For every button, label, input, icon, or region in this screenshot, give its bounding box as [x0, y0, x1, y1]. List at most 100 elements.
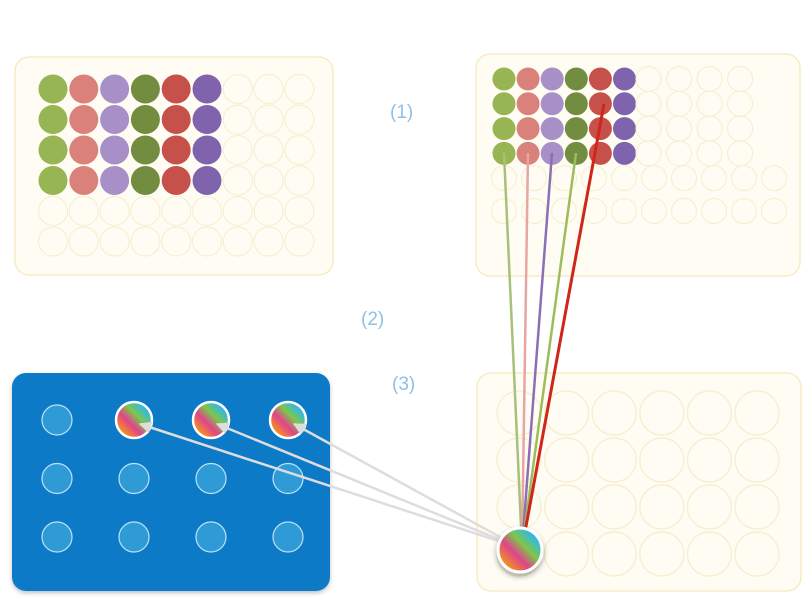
- empty-well: [591, 437, 637, 483]
- empty-well: [550, 197, 578, 225]
- empty-well: [639, 484, 685, 530]
- empty-well: [284, 226, 315, 257]
- mixing-plate-frame: [476, 372, 802, 592]
- empty-well: [700, 165, 728, 192]
- empty-well: [253, 226, 284, 257]
- empty-well: [734, 484, 780, 530]
- rainbow-mix-well-icon: [191, 400, 231, 440]
- filled-well: [69, 166, 99, 195]
- filled-well: [38, 166, 68, 195]
- empty-well: [191, 195, 223, 227]
- filled-well: [613, 92, 636, 116]
- empty-well: [68, 195, 99, 227]
- empty-well: [610, 197, 638, 225]
- source-plate: [14, 56, 334, 276]
- empty-well: [253, 134, 284, 166]
- filled-well: [613, 141, 636, 165]
- blue-well: [272, 521, 304, 553]
- empty-well: [222, 165, 253, 196]
- empty-well: [130, 226, 161, 257]
- empty-well: [161, 226, 192, 257]
- filled-well: [69, 105, 99, 134]
- filled-well: [130, 135, 160, 165]
- blue-plate: [12, 373, 330, 591]
- empty-well: [68, 226, 99, 257]
- empty-well: [99, 195, 130, 227]
- filled-well: [613, 67, 636, 91]
- empty-well: [253, 73, 284, 105]
- empty-well: [284, 165, 315, 196]
- empty-well: [760, 197, 788, 225]
- empty-well: [543, 390, 590, 436]
- empty-well: [253, 195, 284, 227]
- empty-well: [520, 165, 548, 192]
- empty-well: [284, 104, 315, 135]
- filled-well: [516, 92, 540, 116]
- empty-well: [99, 226, 130, 257]
- filled-well: [588, 67, 612, 91]
- filled-well: [492, 67, 516, 91]
- empty-well: [640, 197, 668, 225]
- filled-well: [564, 67, 588, 91]
- empty-well: [686, 390, 733, 436]
- empty-well: [734, 390, 780, 436]
- blue-well: [41, 462, 73, 495]
- step-label-1: (1): [390, 102, 414, 123]
- filled-well: [540, 117, 564, 141]
- filled-well: [492, 92, 516, 116]
- empty-well: [670, 197, 698, 225]
- rainbow-mix-well-icon: [114, 400, 154, 440]
- transfer-line-icon: [520, 152, 578, 549]
- filled-well: [192, 74, 222, 104]
- blue-plate-wells: [41, 400, 308, 553]
- destination-plate: [475, 53, 801, 277]
- blue-well: [118, 521, 150, 553]
- empty-well: [543, 437, 590, 483]
- empty-well: [284, 195, 315, 227]
- filled-well: [100, 135, 130, 165]
- filled-well: [69, 135, 99, 165]
- empty-well: [222, 134, 253, 166]
- empty-well: [37, 195, 69, 227]
- blue-well: [118, 462, 150, 495]
- empty-well: [610, 165, 638, 192]
- filled-well: [69, 74, 99, 104]
- empty-well: [591, 390, 637, 436]
- empty-well: [550, 165, 578, 192]
- empty-well: [253, 104, 284, 135]
- empty-well: [37, 226, 69, 257]
- filled-well: [516, 67, 540, 91]
- transfer-line-icon: [502, 152, 524, 549]
- filled-well: [564, 92, 588, 116]
- empty-well: [222, 226, 253, 257]
- filled-well: [38, 105, 68, 134]
- empty-well: [734, 437, 780, 483]
- empty-well: [591, 484, 637, 530]
- step-label-3: (3): [392, 374, 416, 395]
- rainbow-mix-well-icon: [496, 526, 544, 574]
- empty-well: [670, 165, 698, 192]
- empty-well: [284, 134, 315, 166]
- empty-well: [222, 73, 253, 105]
- filled-well: [192, 135, 222, 165]
- empty-well: [686, 531, 733, 577]
- empty-well: [635, 140, 662, 167]
- destination-plate-wells: [490, 65, 788, 225]
- blue-well: [195, 462, 227, 495]
- empty-well: [222, 195, 253, 227]
- filled-well: [192, 105, 222, 134]
- filled-well: [38, 74, 68, 104]
- filled-well: [540, 67, 564, 91]
- filled-well: [540, 92, 564, 116]
- empty-well: [284, 73, 315, 105]
- filled-well: [588, 92, 612, 116]
- filled-well: [130, 105, 160, 134]
- step-label-2: (2): [361, 309, 385, 330]
- filled-well: [130, 166, 160, 195]
- empty-well: [591, 531, 637, 577]
- empty-well: [686, 437, 733, 483]
- filled-well: [516, 117, 540, 141]
- blue-well: [41, 521, 73, 553]
- empty-well: [161, 195, 192, 227]
